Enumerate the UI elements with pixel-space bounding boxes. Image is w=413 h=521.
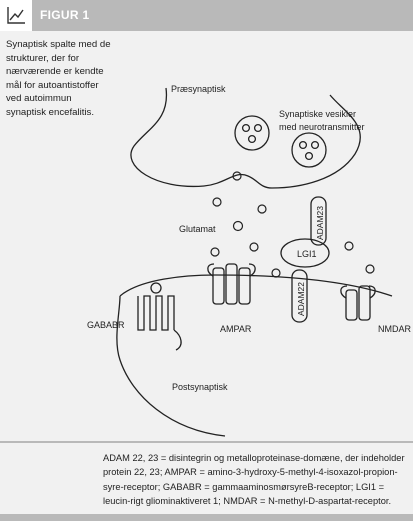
ampar-label: AMPAR xyxy=(220,324,252,334)
nmdar-label: NMDAR xyxy=(378,324,411,334)
line-chart-icon xyxy=(0,0,32,31)
gabab-receptor xyxy=(137,282,182,351)
gabab-receptor-label: GABABR xyxy=(87,320,125,330)
ampar-receptor xyxy=(207,263,256,305)
figure-title: FIGUR 1 xyxy=(40,8,90,22)
vesicles-label-line1: Synaptiske vesikler xyxy=(279,109,356,119)
glutamate-molecule xyxy=(210,171,375,278)
vesicle xyxy=(234,115,270,151)
lgi1-label: LGI1 xyxy=(297,249,317,259)
vesicles-label-line2: med neurotransmitter xyxy=(279,122,365,132)
postsynaptic-membrane xyxy=(116,274,393,437)
figure-caption: Synaptisk spalte med de strukturer, der … xyxy=(6,39,111,118)
bottom-bar xyxy=(0,514,413,521)
abbreviation-legend: ADAM 22, 23 = disintegrin og metalloprot… xyxy=(103,453,405,507)
adam22-protein xyxy=(291,269,308,323)
adam23-label: ADAM23 xyxy=(315,206,325,240)
divider xyxy=(0,441,413,443)
vesicle xyxy=(291,132,327,168)
synapse-diagram: ADAM23 LGI1 ADAM22 Præsynaptisk Synaptis… xyxy=(87,84,411,437)
postsynaptic-label: Postsynaptisk xyxy=(172,382,228,392)
glutamate-label: Glutamat xyxy=(179,224,216,234)
adam23-protein xyxy=(310,196,327,246)
presynaptic-label: Præsynaptisk xyxy=(171,84,226,94)
presynaptic-membrane xyxy=(130,87,361,189)
adam22-label: ADAM22 xyxy=(296,282,306,316)
lgi1-protein xyxy=(280,238,330,268)
nmdar-receptor xyxy=(340,285,376,321)
figure-header: FIGUR 1 xyxy=(0,0,413,31)
